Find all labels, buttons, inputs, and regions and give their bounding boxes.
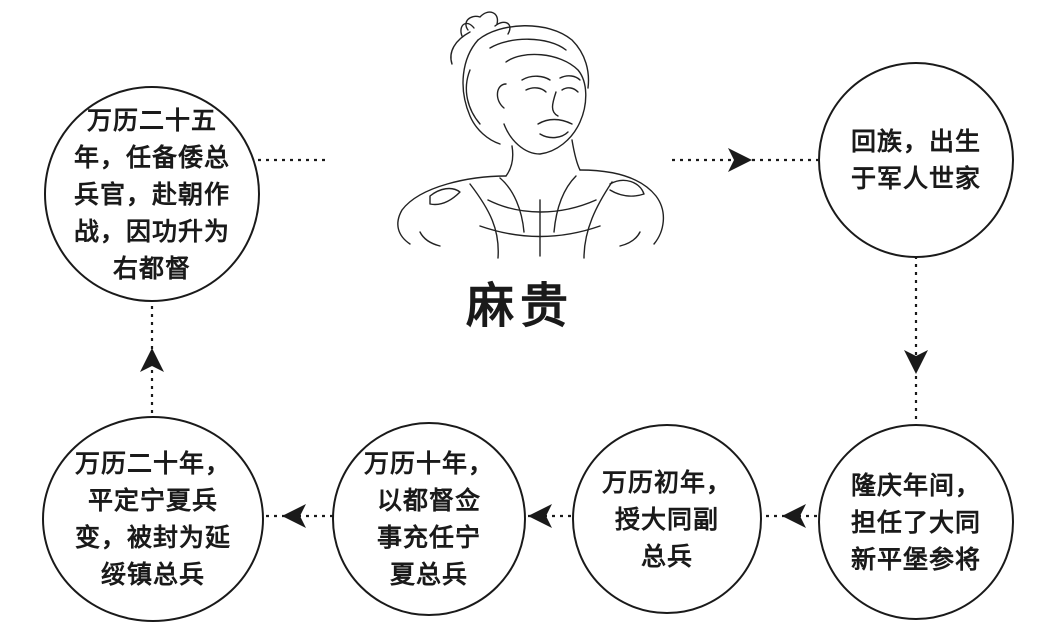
arrowheads — [140, 148, 928, 528]
arrow-up-icon — [140, 348, 164, 372]
arrow-left-icon — [282, 504, 306, 528]
node-2-longqing: 隆庆年间， 担任了大同 新平堡参将 — [818, 424, 1014, 620]
arrow-right-icon — [728, 148, 752, 172]
portrait-illustration — [397, 11, 664, 259]
connector-lines — [150, 158, 918, 518]
node-2-text: 隆庆年间， 担任了大同 新平堡参将 — [850, 470, 981, 574]
node-4-text: 万历十年， 以都督佥 事充任宁 夏总兵 — [363, 449, 494, 589]
arrow-down-icon — [904, 350, 928, 374]
arrow-left-icon — [528, 504, 552, 528]
arrow-left-icon — [782, 504, 806, 528]
diagram-title: 麻贵 — [465, 278, 574, 334]
node-1-origin: 回族，出生 于军人世家 — [818, 62, 1014, 258]
node-4-wanli-10: 万历十年， 以都督佥 事充任宁 夏总兵 — [332, 422, 526, 616]
node-5-wanli-20: 万历二十年， 平定宁夏兵 变，被封为延 绥镇总兵 — [42, 416, 264, 622]
node-6-text: 万历二十五 年，任备倭总 兵官，赴朝作 战，因功升为 右都督 — [73, 105, 230, 283]
node-3-text: 万历初年， 授大同副 总兵 — [601, 467, 732, 571]
node-6-wanli-25: 万历二十五 年，任备倭总 兵官，赴朝作 战，因功升为 右都督 — [44, 86, 260, 302]
node-5-text: 万历二十年， 平定宁夏兵 变，被封为延 绥镇总兵 — [74, 449, 231, 589]
node-1-text: 回族，出生 于军人世家 — [850, 127, 981, 193]
node-3-wanli-early: 万历初年， 授大同副 总兵 — [572, 424, 762, 614]
